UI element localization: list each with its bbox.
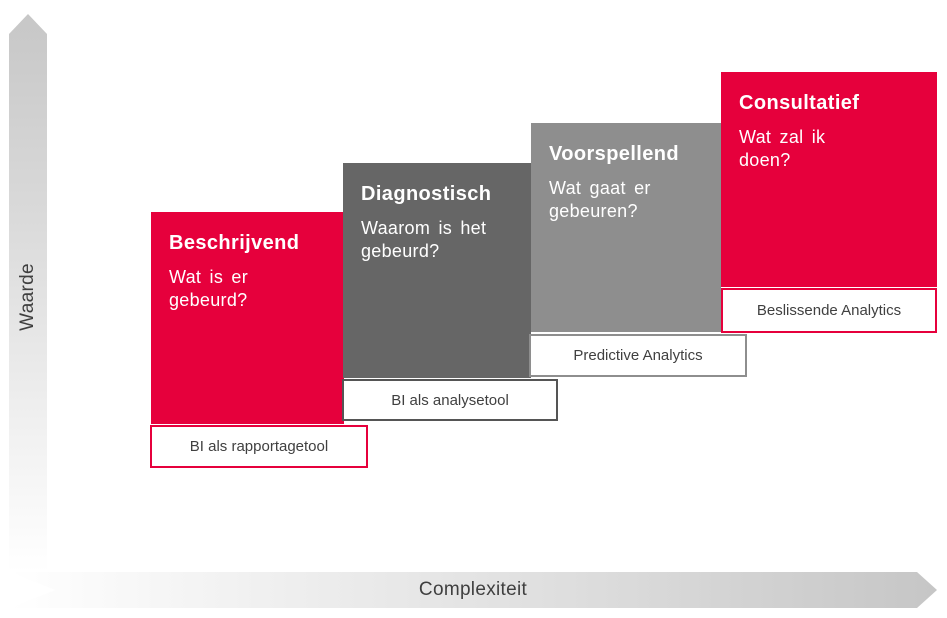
y-axis-label: Waarde (17, 263, 38, 331)
question-line-2: gebeuren? (549, 201, 638, 222)
step-question: Wat zal ik doen? (739, 126, 921, 173)
y-axis-arrow (9, 14, 47, 572)
x-axis-label: Complexiteit (418, 579, 528, 600)
step-title: Consultatief (739, 92, 860, 114)
step-title: Beschrijvend (169, 232, 300, 254)
step-box-consultatief: Consultatief Wat zal ik doen? (721, 72, 937, 287)
tag-box-bi-als-rapportagetool: BI als rapportagetool (150, 425, 368, 468)
question-line-1: Wat gaat er (549, 178, 651, 198)
step-question: Wat gaat er gebeuren? (549, 177, 705, 224)
question-line-2: gebeurd? (361, 241, 440, 262)
step-title: Diagnostisch (361, 183, 492, 205)
tag-box-bi-als-analysetool: BI als analysetool (342, 379, 558, 421)
question-line-2: gebeurd? (169, 290, 248, 311)
x-axis-arrow (10, 572, 937, 608)
question-line-2: doen? (739, 150, 791, 171)
step-question: Waarom is het gebeurd? (361, 217, 515, 264)
question-line-1: Wat is er (169, 267, 249, 287)
question-line-1: Wat zal ik (739, 127, 826, 147)
step-title: Voorspellend (549, 143, 680, 165)
step-box-diagnostisch: Diagnostisch Waarom is het gebeurd? (343, 163, 531, 378)
tag-box-predictive-analytics: Predictive Analytics (529, 334, 747, 377)
question-line-1: Waarom is het (361, 218, 487, 238)
step-question: Wat is er gebeurd? (169, 266, 328, 313)
tag-box-beslissende-analytics: Beslissende Analytics (721, 288, 937, 333)
step-box-beschrijvend: Beschrijvend Wat is er gebeurd? (151, 212, 344, 424)
step-box-voorspellend: Voorspellend Wat gaat er gebeuren? (531, 123, 721, 332)
